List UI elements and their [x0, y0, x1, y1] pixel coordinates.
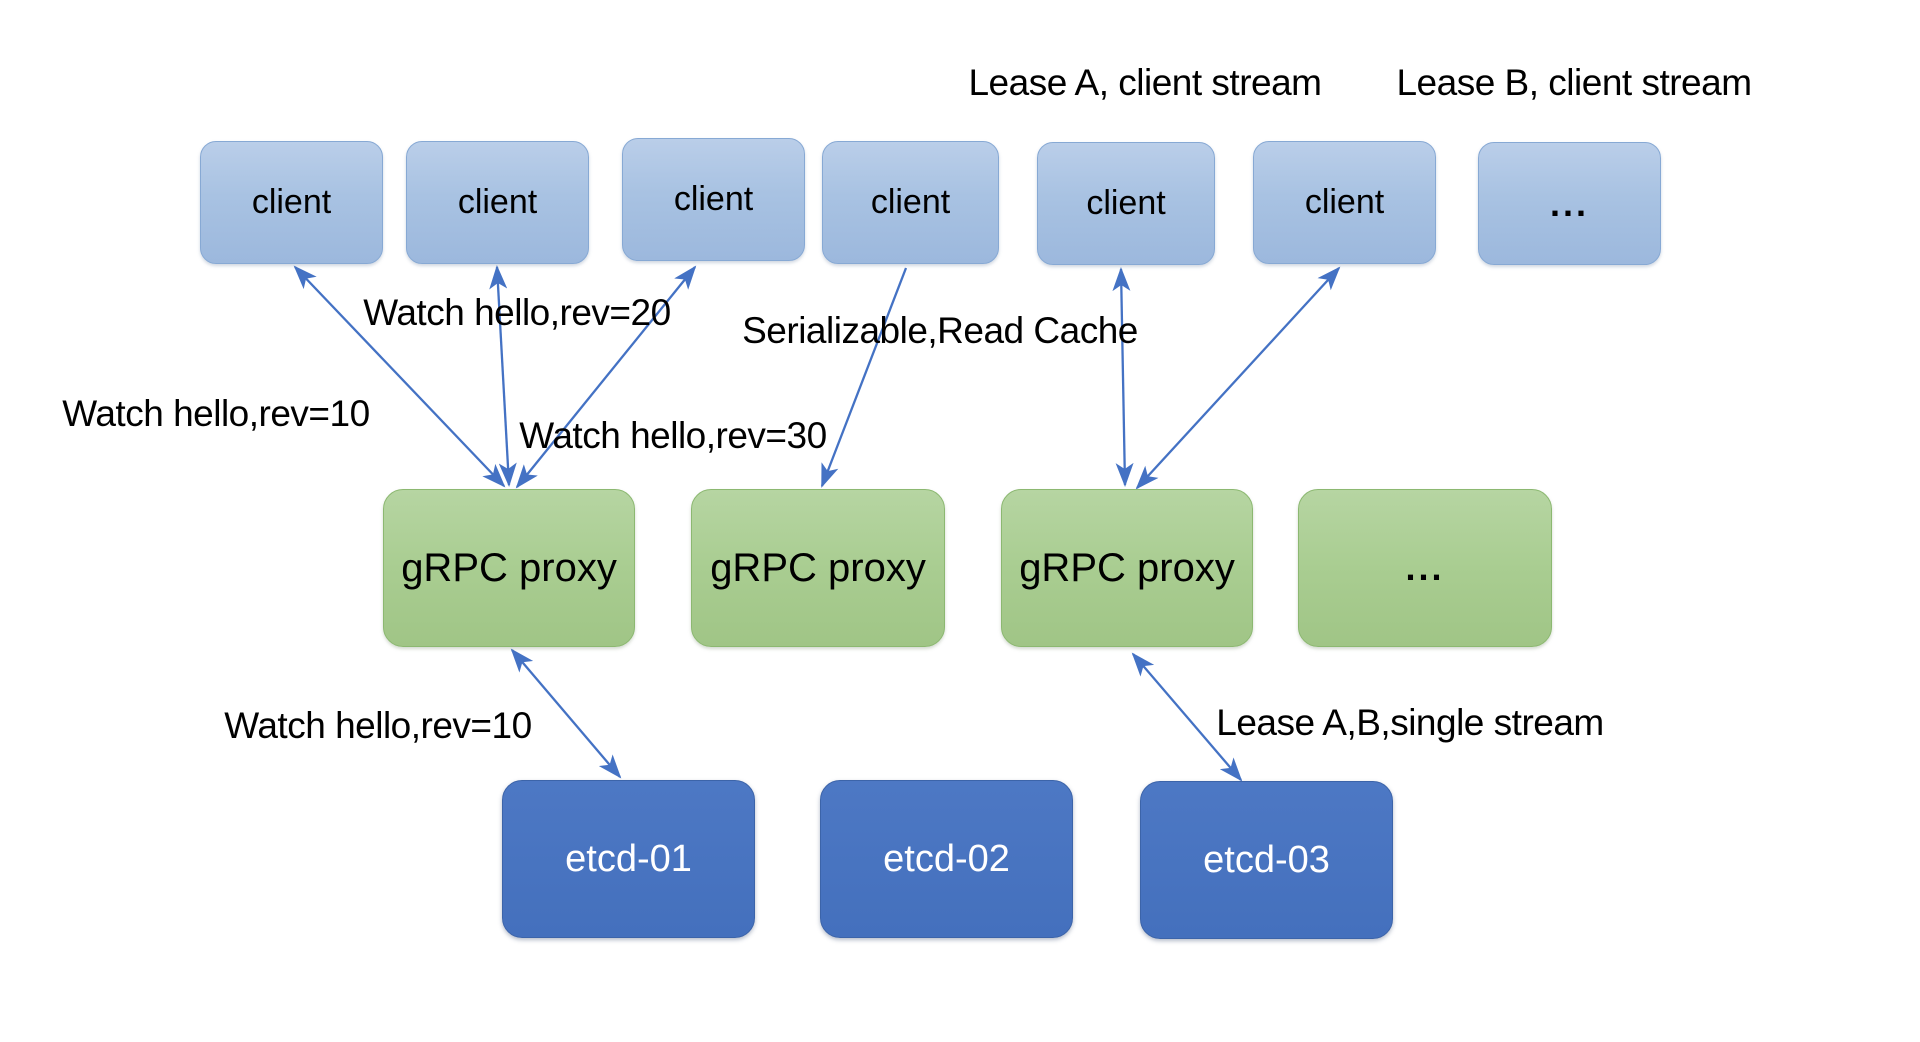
client-node-3: client: [622, 138, 805, 261]
client-node-5-label: client: [1086, 184, 1166, 222]
client-node-ellipsis-label: ...: [1549, 182, 1589, 224]
annotation-watch-rev20: Watch hello,rev=20: [363, 292, 671, 333]
client-node-6-label: client: [1304, 183, 1385, 221]
annotation-watch-rev10-upper: Watch hello,rev=10: [62, 393, 370, 434]
client-node-4-label: client: [870, 183, 951, 221]
annotation-serializable-read-cache: Serializable,Read Cache: [742, 310, 1138, 351]
grpc-proxy-node-ellipsis-label: ...: [1405, 547, 1445, 588]
client-node-6: client: [1253, 141, 1436, 264]
client-node-4: client: [822, 141, 999, 264]
grpc-proxy-node-1: gRPC proxy: [383, 489, 635, 647]
etcd-node-3-label: etcd-03: [1203, 838, 1330, 881]
client-node-2: client: [406, 141, 589, 264]
arrow-client5-proxy3: [1112, 267, 1134, 487]
etcd-node-2-label: etcd-02: [883, 837, 1010, 880]
client-node-1-label: client: [251, 183, 332, 221]
etcd-node-3: etcd-03: [1140, 781, 1393, 939]
annotation-lease-ab-single-stream: Lease A,B,single stream: [1216, 702, 1604, 743]
label-lease-a-client-stream: Lease A, client stream: [968, 62, 1322, 103]
grpc-proxy-node-3-label: gRPC proxy: [1019, 545, 1235, 590]
client-node-5: client: [1037, 142, 1215, 265]
grpc-proxy-node-1-label: gRPC proxy: [401, 545, 617, 590]
grpc-proxy-node-ellipsis: ...: [1298, 489, 1552, 647]
arrow-client4-proxy2: [820, 267, 908, 488]
client-node-2-label: client: [457, 183, 538, 221]
annotation-watch-rev10-lower: Watch hello,rev=10: [224, 705, 532, 746]
etcd-node-1: etcd-01: [502, 780, 755, 938]
arrow-client6-proxy3: [1135, 266, 1341, 490]
client-node-3-label: client: [673, 180, 754, 218]
grpc-proxy-node-2-label: gRPC proxy: [710, 545, 926, 590]
client-node-1: client: [200, 141, 383, 264]
grpc-proxy-node-2: gRPC proxy: [691, 489, 945, 647]
client-node-ellipsis: ...: [1478, 142, 1661, 265]
label-lease-b-client-stream: Lease B, client stream: [1396, 62, 1752, 103]
etcd-node-2: etcd-02: [820, 780, 1073, 938]
etcd-node-1-label: etcd-01: [565, 837, 692, 880]
grpc-proxy-node-3: gRPC proxy: [1001, 489, 1253, 647]
annotation-watch-rev30: Watch hello,rev=30: [519, 415, 827, 456]
